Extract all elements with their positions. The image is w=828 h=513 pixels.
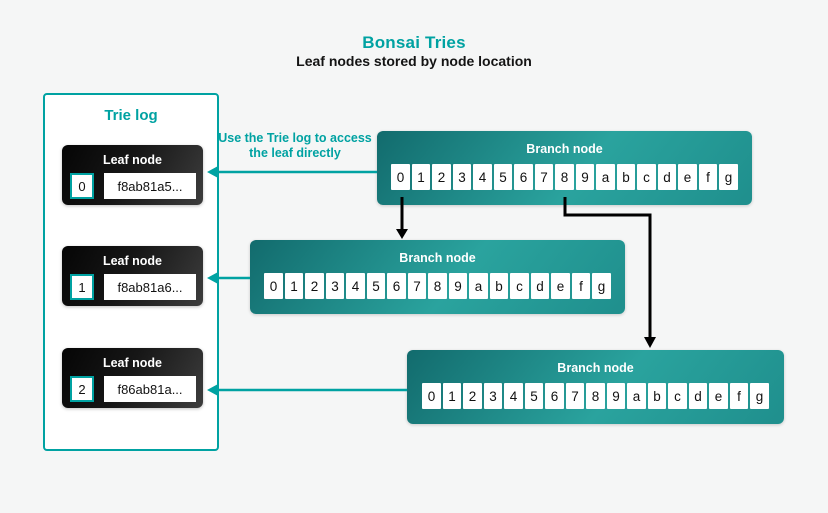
leaf-node-label: Leaf node	[102, 153, 163, 167]
branch-cell: 1	[442, 383, 462, 409]
leaf-node-2: Leaf node 2 f86ab81a...	[62, 348, 203, 408]
trie-log-annotation: Use the Trie log to access the leaf dire…	[218, 131, 372, 160]
branch-cell: 0	[264, 273, 283, 299]
branch-cell: 6	[387, 273, 406, 299]
branch-cell: 1	[284, 273, 304, 299]
branch-cell: b	[647, 383, 667, 409]
branch-cell: g	[592, 273, 611, 299]
branch-cell: a	[469, 273, 488, 299]
branch-cell: 0	[422, 383, 441, 409]
branch-cell: c	[510, 273, 529, 299]
arrowhead-down-icon	[644, 337, 656, 348]
branch-cell: 7	[534, 164, 554, 190]
trie-log-title: Trie log	[104, 107, 158, 124]
leaf-index-cell: 2	[70, 376, 94, 402]
branch-cell: a	[596, 164, 615, 190]
leaf-row: 0 f8ab81a5...	[62, 173, 203, 199]
branch-cell: 1	[411, 164, 431, 190]
branch-cell: 5	[493, 164, 513, 190]
branch-cell: 4	[504, 383, 523, 409]
branch-cell: d	[657, 164, 677, 190]
arrow-branch1-to-leaf0	[207, 165, 377, 179]
leaf-hash-cell: f8ab81a5...	[104, 173, 196, 199]
branch-cell: a	[627, 383, 646, 409]
branch-cell: 7	[407, 273, 427, 299]
branch-cell: 9	[448, 273, 468, 299]
leaf-index-cell: 0	[70, 173, 94, 199]
branch-cell: 8	[586, 383, 605, 409]
leaf-hash-cell: f86ab81a...	[104, 376, 196, 402]
leaf-node-label: Leaf node	[102, 254, 163, 268]
branch-cell: 4	[346, 273, 365, 299]
branch-cell: c	[637, 164, 656, 190]
branch-cell: b	[616, 164, 636, 190]
branch-cell: 4	[473, 164, 492, 190]
branch-cell: f	[698, 164, 718, 190]
branch-cell: e	[678, 164, 697, 190]
branch-cell: 7	[565, 383, 585, 409]
leaf-row: 1 f8ab81a6...	[62, 274, 203, 300]
branch-cell: 2	[432, 164, 451, 190]
branch-cell: d	[530, 273, 550, 299]
branch-cell: d	[688, 383, 708, 409]
branch-cell: e	[709, 383, 728, 409]
arrowhead-down-icon	[396, 229, 408, 239]
branch-cell: c	[668, 383, 687, 409]
branch-cell: f	[729, 383, 749, 409]
branch-cell: 9	[575, 164, 595, 190]
branch-node-label: Branch node	[399, 251, 476, 265]
branch-cell: 0	[391, 164, 410, 190]
branch-cell: 3	[452, 164, 472, 190]
branch-cell: b	[489, 273, 509, 299]
branch-cell: 5	[524, 383, 544, 409]
branch-cell: g	[750, 383, 769, 409]
arrow-branch3-to-leaf2	[207, 383, 407, 397]
leaf-row: 2 f86ab81a...	[62, 376, 203, 402]
branch-cell: f	[571, 273, 591, 299]
branch-cell: 5	[366, 273, 386, 299]
page-subtitle: Leaf nodes stored by node location	[296, 53, 532, 69]
branch-node-label: Branch node	[526, 142, 603, 156]
branch-cell: e	[551, 273, 570, 299]
leaf-hash-cell: f8ab81a6...	[104, 274, 196, 300]
branch-cell: 6	[545, 383, 564, 409]
branch-cell: 3	[483, 383, 503, 409]
branch-cell: 8	[555, 164, 574, 190]
leaf-index-cell: 1	[70, 274, 94, 300]
leaf-node-0: Leaf node 0 f8ab81a5...	[62, 145, 203, 205]
branch-cell: 3	[325, 273, 345, 299]
branch-cell: 6	[514, 164, 533, 190]
branch-cell: g	[719, 164, 738, 190]
branch-node-label: Branch node	[557, 361, 634, 375]
branch-cell: 8	[428, 273, 447, 299]
branch-cell: 9	[606, 383, 626, 409]
leaf-node-label: Leaf node	[102, 356, 163, 370]
leaf-node-1: Leaf node 1 f8ab81a6...	[62, 246, 203, 306]
branch-cell: 2	[463, 383, 482, 409]
branch-cell: 2	[305, 273, 324, 299]
page-title: Bonsai Tries	[362, 33, 466, 52]
